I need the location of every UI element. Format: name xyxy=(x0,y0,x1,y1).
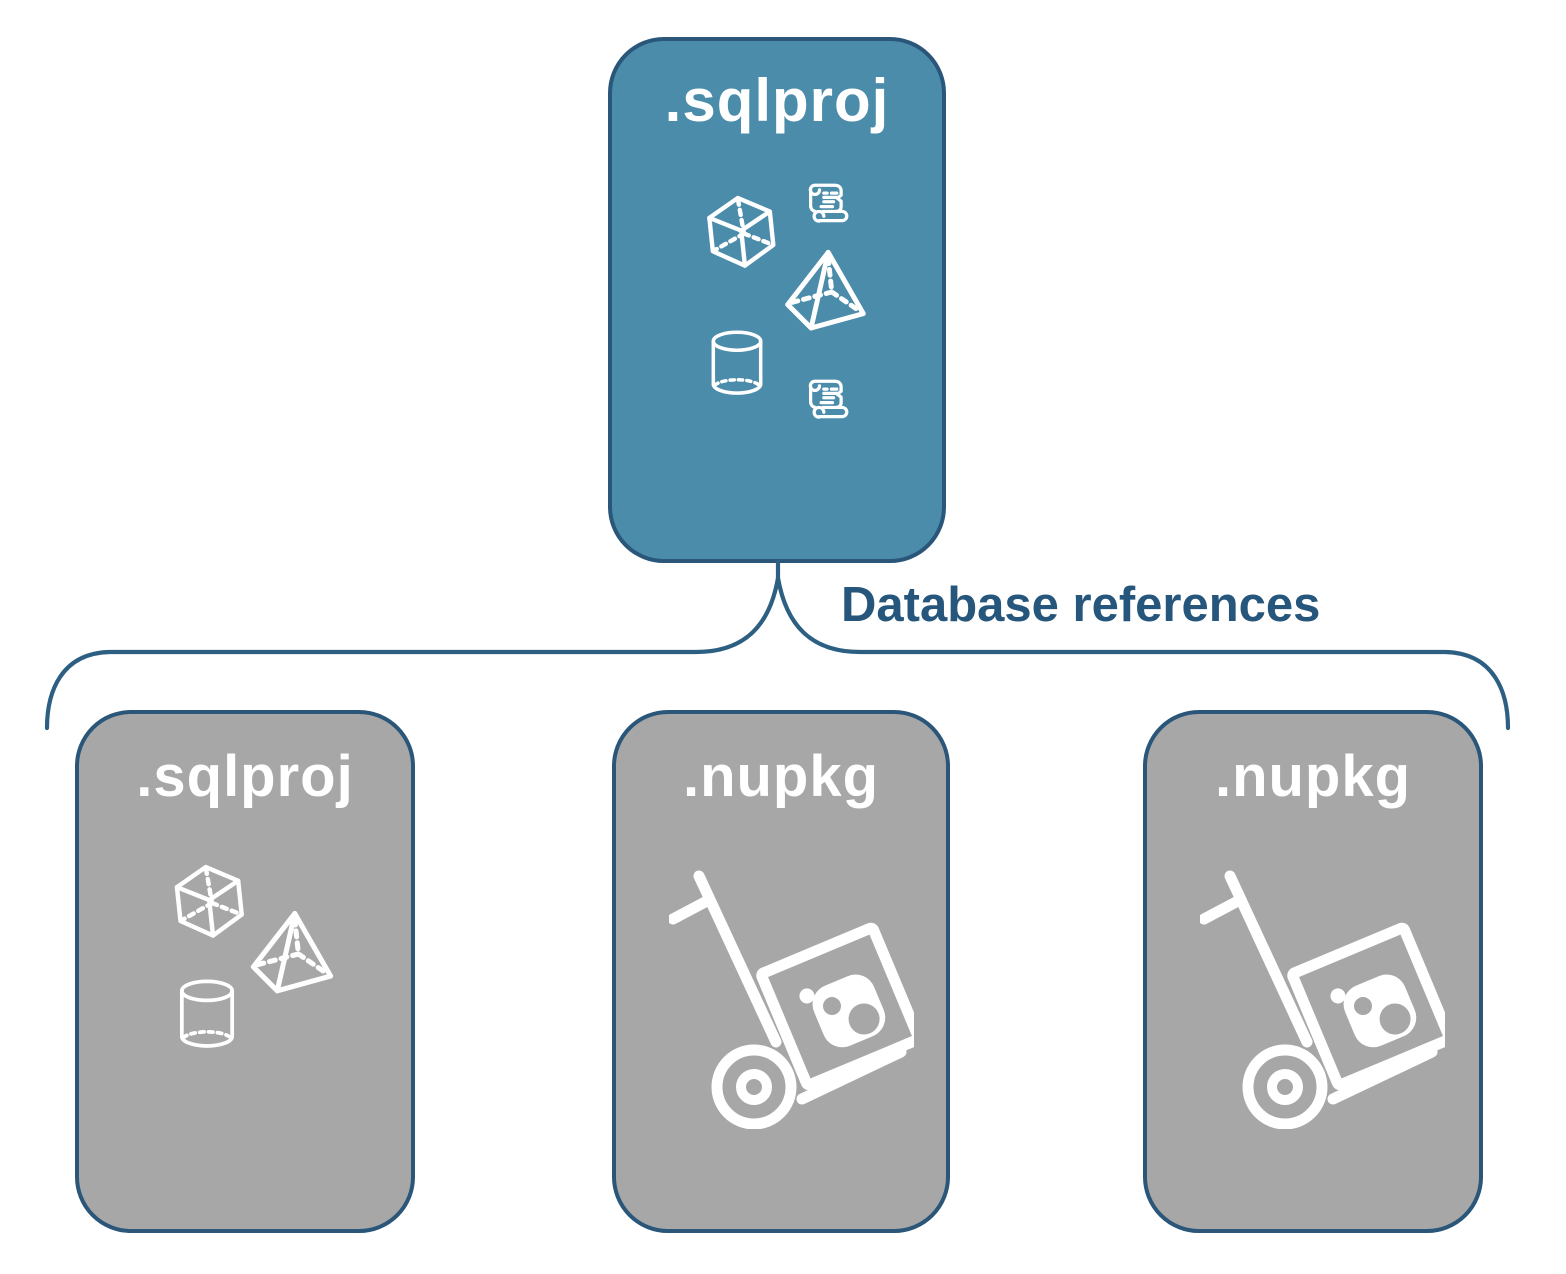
script-scroll-icon xyxy=(808,183,849,223)
pyramid-icon xyxy=(777,247,874,337)
parent-box-label: .sqlproj xyxy=(664,67,890,134)
child-box-label: .nupkg xyxy=(682,744,880,809)
child-box-label: .nupkg xyxy=(1214,744,1412,809)
child-box-nupkg: .nupkg xyxy=(612,710,950,1233)
child-box-sqlproj: .sqlproj xyxy=(75,710,415,1233)
cylinder-icon xyxy=(179,979,235,1048)
cylinder-icon xyxy=(711,330,763,395)
parent-box-sqlproj: .sqlproj xyxy=(608,37,946,563)
cube-icon xyxy=(694,189,789,278)
connector-label: Database references xyxy=(841,578,1321,632)
script-scroll-icon xyxy=(808,379,849,419)
pyramid-icon xyxy=(243,908,341,1000)
package-dolly-icon xyxy=(669,862,914,1129)
package-dolly-icon xyxy=(1200,862,1445,1129)
child-box-nupkg: .nupkg xyxy=(1143,710,1483,1233)
child-box-label: .sqlproj xyxy=(136,744,354,809)
